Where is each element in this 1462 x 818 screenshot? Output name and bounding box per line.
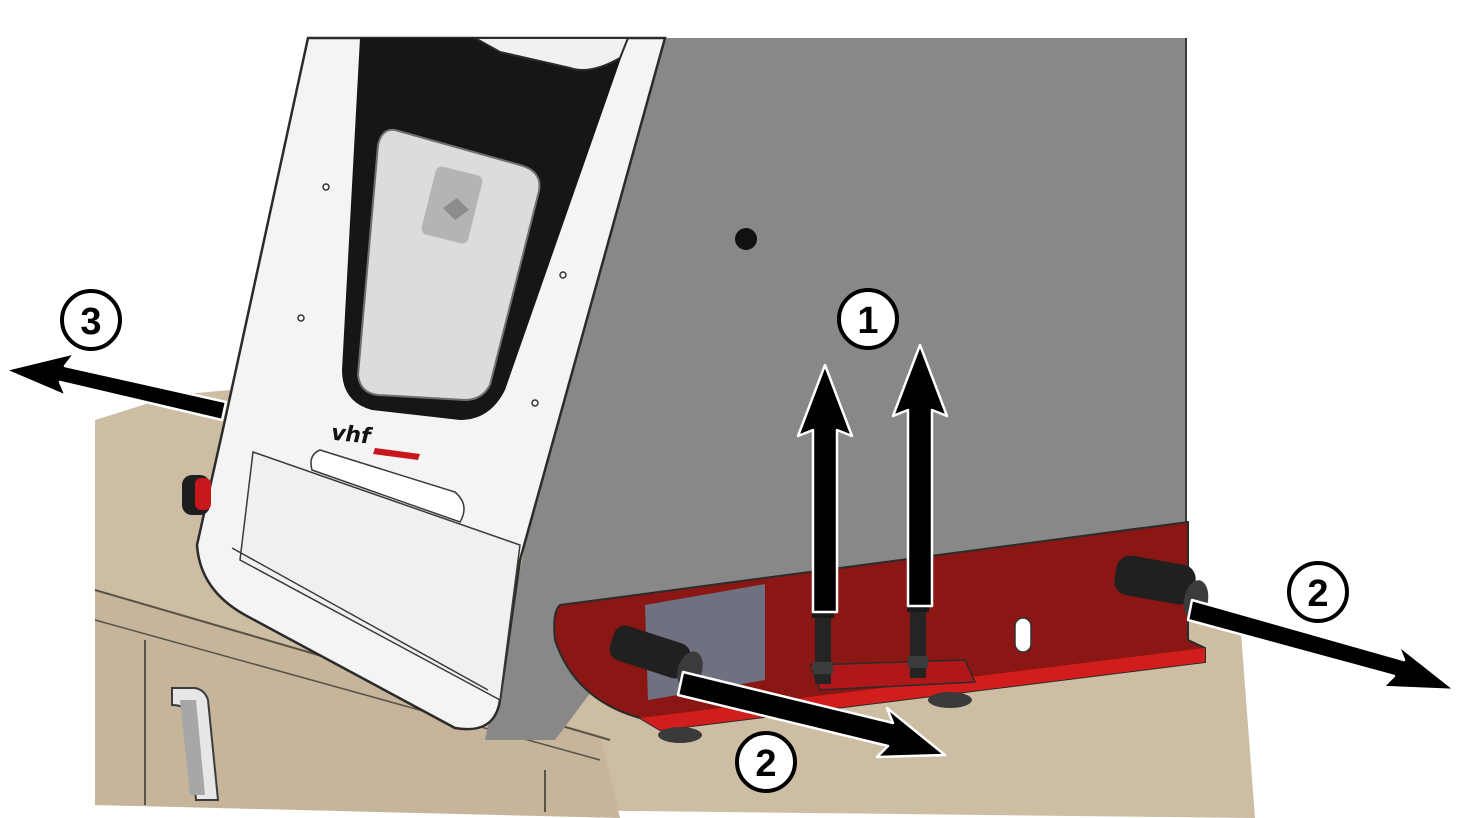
callout-1: 1 [837,288,899,350]
arrow-diagonal-icon [676,670,947,759]
arrow-up-right [891,343,949,608]
arrow-diagonal-center [676,670,947,759]
arrow-diagonal-icon [3,351,228,422]
callout-label: 2 [1307,573,1328,615]
callout-2-center: 2 [735,731,797,793]
machine-front [195,36,667,731]
rubber-feet [182,475,1209,689]
brand-logo-underline [373,448,420,460]
callout-label: 1 [857,300,878,342]
arrow-up-icon [796,363,854,614]
callout-2-right: 2 [1287,561,1349,623]
brand-logo: vhf [328,420,420,460]
callout-label: 2 [755,743,776,785]
machine-body [485,38,1187,740]
arrow-diagonal-icon [1186,598,1457,692]
callout-3: 3 [60,289,122,351]
arrow-diagonal-left [3,351,228,422]
callout-label: 3 [80,301,101,343]
housing-side [485,38,1186,740]
arrow-diagonal-right [1186,598,1457,692]
housing-port [735,228,757,250]
workbench-edge [95,590,620,818]
arrow-up-icon [891,343,949,608]
arrow-up-left [796,363,854,614]
brand-logo-text: vhf [328,420,374,450]
